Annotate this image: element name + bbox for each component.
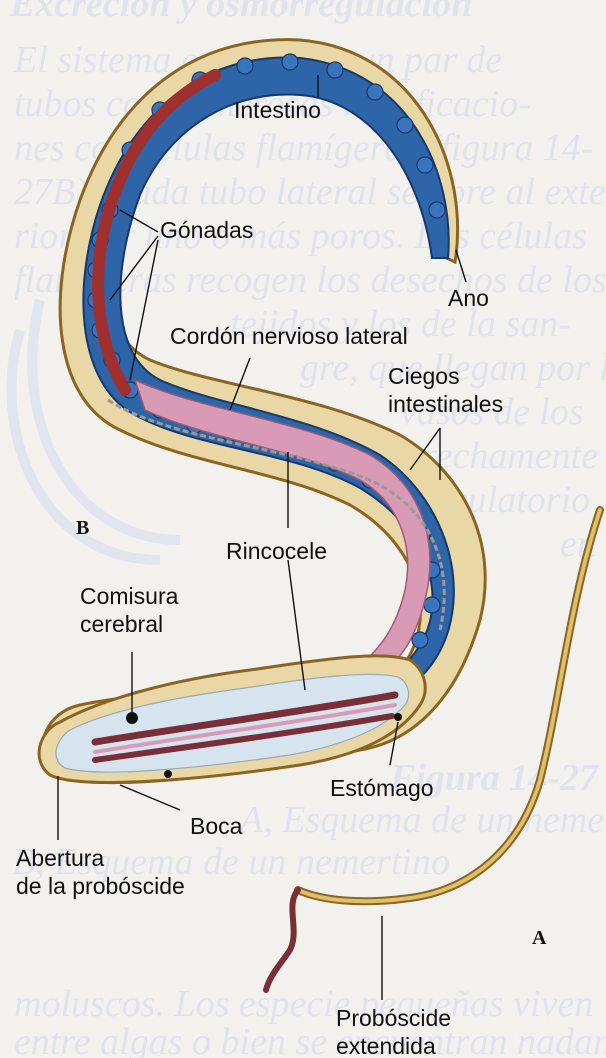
label-comisura-2: cerebral (80, 611, 163, 637)
worm-head (39, 656, 425, 783)
cerebral-commissure (126, 712, 138, 724)
label-ciegos-1: Ciegos (388, 363, 460, 389)
label-ano: Ano (448, 285, 489, 311)
label-comisura-1: Comisura (80, 583, 179, 609)
panel-b-letter: B (76, 517, 89, 539)
mouth-marker (164, 770, 172, 778)
label-estomago: Estómago (330, 775, 434, 801)
label-proboscide-2: extendida (336, 1033, 436, 1058)
label-abertura-1: Abertura (16, 845, 104, 871)
label-boca: Boca (190, 813, 243, 839)
label-abertura-2: de la probóscide (16, 873, 185, 899)
panel-a-letter: A (532, 927, 547, 949)
stomach-marker (394, 713, 402, 721)
label-rincocele: Rincocele (226, 538, 327, 564)
label-cordon: Cordón nervioso lateral (170, 323, 408, 349)
label-intestino: Intestino (234, 97, 321, 123)
bg-text-line: entre algas o bien se encuentran nadan- (14, 1021, 606, 1058)
label-ciegos-2: intestinales (388, 391, 503, 417)
label-proboscide-1: Probóscide (336, 1005, 451, 1031)
panel-a-proboscis (266, 890, 298, 990)
label-gonadas: Gónadas (160, 217, 253, 243)
bg-text-line: A, Esquema de un nemertino (237, 799, 606, 841)
bg-text-line: Excreción y osmorregulación (9, 0, 472, 25)
bg-text-line: moluscos. Los especie pequeñas viven (14, 983, 593, 1025)
